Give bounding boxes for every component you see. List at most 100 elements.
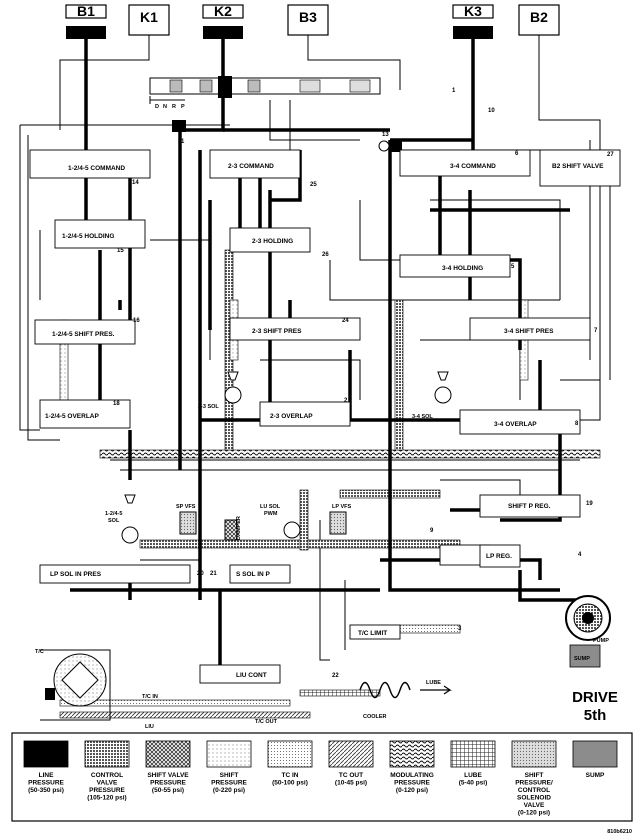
- cooler: [359, 681, 452, 699]
- svg-text:18: 18: [113, 401, 120, 407]
- valve-labels: 1-2/4-5 COMMAND 1-2/4-5 HOLDING 1-2/4-5 …: [45, 163, 604, 679]
- clutch-label: K1: [140, 9, 158, 25]
- valve-label: 2-3 SHIFT PRES: [252, 328, 302, 335]
- legend-label: PRESSURE: [28, 780, 64, 787]
- svg-text:7: 7: [594, 328, 598, 334]
- svg-text:21: 21: [210, 571, 217, 577]
- legend-label: TC IN: [282, 772, 299, 779]
- svg-text:D: D: [155, 104, 159, 110]
- legend-label: SHIFT: [525, 772, 544, 779]
- legend-label: (0-220 psi): [213, 787, 245, 794]
- valve-label: B2 SHIFT VALVE: [552, 163, 604, 170]
- line-plugs: [172, 120, 402, 152]
- clutch-label: K3: [464, 3, 482, 19]
- svg-text:16: 16: [133, 318, 140, 324]
- legend-swatch: [23, 740, 69, 768]
- clutch-k1: K1: [128, 4, 170, 36]
- svg-text:3-4 SOL: 3-4 SOL: [412, 414, 433, 420]
- svg-text:2-3 SOL: 2-3 SOL: [198, 404, 219, 410]
- legend-label: SUMP: [586, 772, 605, 779]
- clutch-b3: B3: [287, 4, 329, 36]
- svg-text:T/C IN: T/C IN: [142, 694, 158, 700]
- solenoid-labels: 2-3 SOL 3-4 SOL 1-2/4-5 SOL SP VFS LU SO…: [105, 404, 433, 540]
- svg-text:4: 4: [578, 552, 582, 558]
- figure-id: 810b6210: [607, 829, 632, 835]
- svg-text:6: 6: [515, 151, 519, 157]
- svg-text:27: 27: [607, 152, 614, 158]
- legend-label: LINE: [39, 772, 54, 779]
- svg-text:SUMP: SUMP: [574, 656, 590, 662]
- legend-label: PRESSURE: [394, 780, 430, 787]
- svg-text:24: 24: [342, 318, 349, 324]
- valve-label: 2-3 COMMAND: [228, 163, 274, 170]
- svg-text:PWM: PWM: [264, 511, 278, 517]
- svg-text:T/C OUT: T/C OUT: [255, 719, 278, 725]
- legend-label: PRESSURE/: [515, 780, 553, 787]
- legend-label: SHIFT VALVE: [147, 772, 189, 779]
- mode-title: DRIVE 5th: [572, 689, 618, 724]
- valve-label: 1-2/4-5 SHIFT PRES.: [52, 331, 115, 338]
- legend-label: CONTROL: [518, 787, 550, 794]
- valve-label: S SOL IN P: [236, 571, 270, 578]
- misc-labels: T/C T/C IN T/C OUT LIU LUBE COOLER PUMP …: [35, 638, 609, 730]
- svg-text:8: 8: [575, 421, 579, 427]
- manual-valve: [149, 76, 381, 104]
- valve-label: 1-2/4-5 COMMAND: [68, 165, 125, 172]
- legend-label: LUBE: [464, 772, 482, 779]
- clutch-k3: K3: [452, 3, 494, 39]
- legend-swatch: [145, 740, 191, 768]
- svg-text:20: 20: [197, 571, 204, 577]
- valve-label: 1-2/4-5 OVERLAP: [45, 413, 99, 420]
- svg-text:5th: 5th: [584, 707, 607, 724]
- svg-text:PUMP: PUMP: [593, 638, 609, 644]
- valve-label: 1-2/4-5 HOLDING: [62, 233, 114, 240]
- torque-converter: [40, 649, 111, 721]
- svg-text:9: 9: [430, 528, 434, 534]
- svg-text:P: P: [181, 104, 185, 110]
- valve-label: 3-4 HOLDING: [442, 265, 483, 272]
- svg-text:22: 22: [332, 673, 339, 679]
- svg-text:LU SOL: LU SOL: [260, 504, 281, 510]
- valve-label: 3-4 OVERLAP: [494, 421, 537, 428]
- svg-text:DAMPER: DAMPER: [236, 516, 242, 540]
- svg-text:13: 13: [382, 132, 389, 138]
- legend-label: VALVE: [97, 780, 118, 787]
- legend-label: (10-45 psi): [335, 780, 367, 787]
- clutch-label: B3: [299, 9, 317, 25]
- legend-label: PRESSURE: [89, 787, 125, 794]
- legend-label: PRESSURE: [150, 780, 186, 787]
- svg-text:SP VFS: SP VFS: [176, 504, 196, 510]
- svg-text:3: 3: [458, 626, 462, 632]
- svg-text:T/C: T/C: [35, 649, 44, 655]
- solenoids: [121, 371, 452, 544]
- svg-text:N: N: [163, 104, 167, 110]
- svg-text:1-2/4-5: 1-2/4-5: [105, 511, 122, 517]
- svg-text:5: 5: [511, 264, 515, 270]
- svg-text:SOL: SOL: [108, 518, 120, 524]
- legend-label: (50-350 psi): [28, 787, 64, 794]
- clutch-label: K2: [214, 3, 232, 19]
- svg-text:14: 14: [132, 180, 139, 186]
- selector-letters: D N R P: [155, 104, 185, 110]
- legend-label: PRESSURE: [211, 780, 247, 787]
- svg-text:COOLER: COOLER: [363, 714, 387, 720]
- svg-text:LIU: LIU: [145, 724, 154, 730]
- svg-text:15: 15: [117, 248, 124, 254]
- svg-text:DRIVE: DRIVE: [572, 689, 618, 706]
- legend-label: TC OUT: [339, 772, 363, 779]
- legend-swatch: [572, 740, 618, 768]
- valve-label: LP SOL IN PRES: [50, 571, 102, 578]
- legend-swatch: [206, 740, 252, 768]
- valve-label: SHIFT P REG.: [508, 503, 551, 510]
- legend-label: VALVE: [524, 802, 545, 809]
- legend-swatch: [84, 740, 130, 768]
- legend-swatch: [328, 740, 374, 768]
- svg-text:11: 11: [178, 139, 185, 145]
- legend-label: (105-120 psi): [87, 795, 126, 802]
- valve-label: LIU CONT: [236, 672, 267, 679]
- svg-text:25: 25: [310, 182, 317, 188]
- clutch-label: B1: [77, 3, 95, 19]
- svg-text:LUBE: LUBE: [426, 680, 441, 686]
- legend-swatch: [389, 740, 435, 768]
- legend-label: MODULATING: [390, 772, 434, 779]
